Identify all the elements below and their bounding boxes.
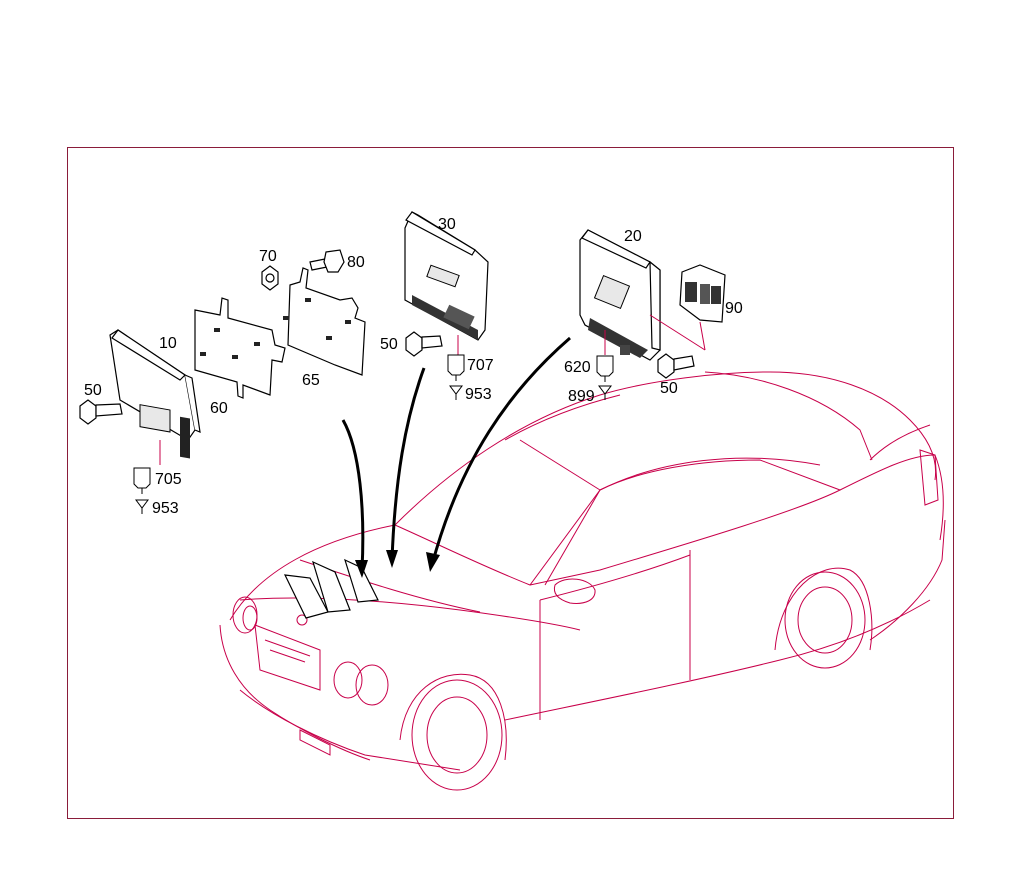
installed-modules <box>283 558 379 619</box>
label-10: 10 <box>159 335 177 352</box>
label-70: 70 <box>259 248 277 265</box>
label-20: 20 <box>624 228 642 245</box>
label-80: 80 <box>347 254 365 271</box>
screw-50-right <box>657 353 695 379</box>
part-90-relay-module <box>679 264 726 351</box>
reference-symbol-953-left <box>135 499 149 514</box>
label-50-left: 50 <box>84 382 102 399</box>
part-30-control-module <box>404 211 489 355</box>
part-65-bracket <box>283 267 366 376</box>
installed-module-10 <box>344 558 379 603</box>
label-90: 90 <box>725 300 743 317</box>
label-60: 60 <box>210 400 228 417</box>
label-620: 620 <box>564 359 591 376</box>
installed-bracket-65 <box>312 560 351 613</box>
label-953-left: 953 <box>152 500 179 517</box>
label-707: 707 <box>467 357 494 374</box>
installation-arrows <box>341 336 571 578</box>
label-30: 30 <box>438 216 456 233</box>
label-50-middle: 50 <box>380 336 398 353</box>
part-60-bracket <box>194 297 286 399</box>
label-50-right: 50 <box>660 380 678 397</box>
label-953-middle: 953 <box>465 386 492 403</box>
arrowhead-middle <box>386 550 398 568</box>
reference-symbol-707 <box>447 354 465 381</box>
part-70-nut <box>261 265 279 291</box>
screw-50-middle <box>405 331 443 357</box>
reference-symbol-953-middle <box>449 385 463 400</box>
label-65: 65 <box>302 372 320 389</box>
reference-symbol-705 <box>133 467 151 494</box>
part-80-bolt <box>309 249 345 273</box>
reference-labels: 705 953 707 953 620 899 <box>152 357 595 517</box>
arrowhead-right <box>426 552 440 572</box>
screw-50-left <box>79 399 123 425</box>
label-705: 705 <box>155 471 182 488</box>
reference-symbol-899 <box>598 385 612 400</box>
arrow-middle <box>390 367 426 561</box>
arrow-left <box>341 419 365 571</box>
label-899: 899 <box>568 388 595 405</box>
part-20-control-module <box>579 229 706 361</box>
part-labels: 10 20 30 50 50 50 60 65 70 80 90 <box>84 216 743 417</box>
part-10-control-module <box>109 329 201 465</box>
arrow-right <box>430 336 571 566</box>
arrowhead-left <box>355 560 368 578</box>
diagram-frame <box>67 147 954 819</box>
reference-symbol-620 <box>596 355 614 382</box>
